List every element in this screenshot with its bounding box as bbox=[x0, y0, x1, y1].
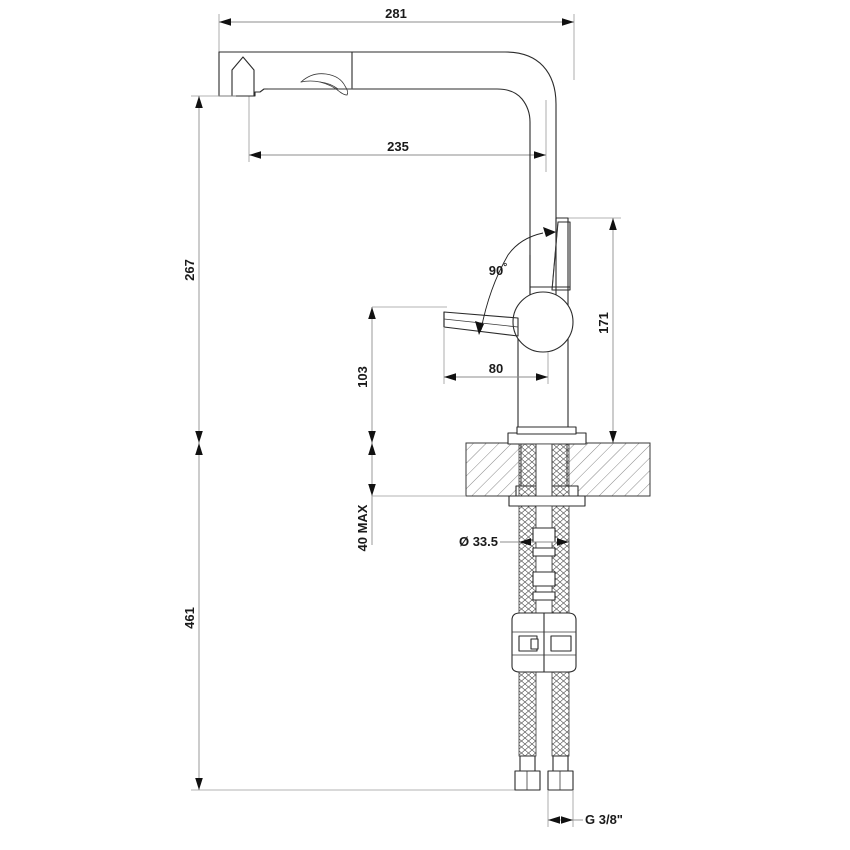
hex-nut-right bbox=[547, 770, 574, 791]
dimension-103: 103 bbox=[355, 306, 447, 443]
hex-nut-left bbox=[514, 770, 541, 791]
dimension-diameter-33-5-label: Ø 33.5 bbox=[459, 534, 498, 549]
aerator-nozzle bbox=[231, 56, 255, 97]
dimension-diameter-33-5: Ø 33.5 bbox=[459, 534, 569, 549]
deck-base-flange bbox=[507, 426, 587, 445]
hose-end-fittings bbox=[514, 755, 574, 791]
worktop-section bbox=[465, 442, 651, 497]
dimension-267-label: 267 bbox=[182, 259, 197, 281]
faucet-shank-through-deck bbox=[535, 443, 553, 497]
dimension-40max: 40 MAX bbox=[355, 443, 466, 551]
dimension-235-label: 235 bbox=[387, 139, 409, 154]
dimension-40max-label: 40 MAX bbox=[355, 504, 370, 551]
dimension-171: 171 bbox=[568, 217, 621, 444]
dimension-235: 235 bbox=[248, 95, 547, 172]
mixer-coupling-block bbox=[511, 612, 577, 673]
ball-cartridge-housing bbox=[512, 291, 574, 353]
dimension-90-label: 90° bbox=[489, 262, 507, 279]
dimension-thread-g38: G 3/8" bbox=[547, 790, 623, 827]
dimension-80: 80 bbox=[443, 327, 549, 384]
dimension-80-label: 80 bbox=[489, 361, 503, 376]
dimension-103-label: 103 bbox=[355, 366, 370, 388]
dimension-281-label: 281 bbox=[385, 6, 407, 21]
pullout-spray-detail bbox=[300, 73, 349, 96]
dimension-281: 281 bbox=[218, 6, 575, 80]
braided-supply-hoses bbox=[518, 443, 570, 757]
dimension-461-label: 461 bbox=[182, 607, 197, 629]
dimension-267: 267 bbox=[182, 95, 236, 443]
dimension-461: 461 bbox=[182, 443, 540, 791]
dimension-thread-g38-label: G 3/8" bbox=[585, 812, 623, 827]
dimension-171-label: 171 bbox=[596, 312, 611, 334]
lever-handle-open bbox=[529, 221, 571, 291]
dimension-90-degrees: 90° bbox=[475, 227, 556, 335]
spout-arm-assembly bbox=[218, 51, 557, 331]
